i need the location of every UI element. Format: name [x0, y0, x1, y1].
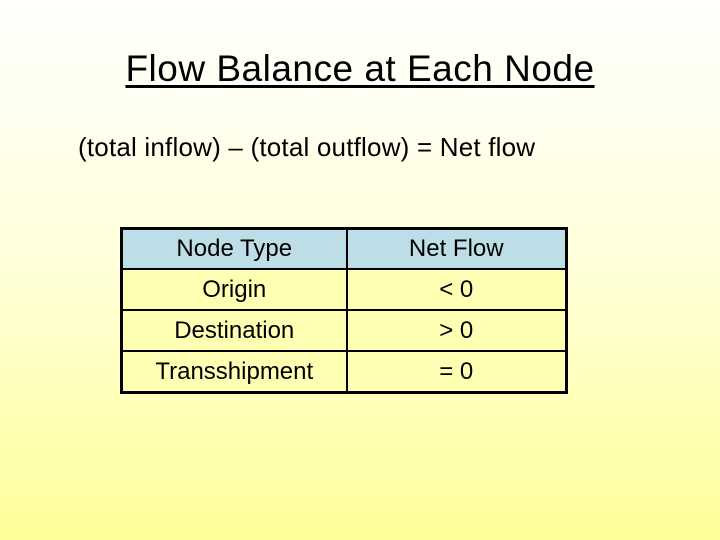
flow-balance-equation: (total inflow) – (total outflow) = Net f… — [78, 132, 536, 162]
header-net-flow: Net Flow — [345, 227, 568, 270]
table-row: Destination > 0 — [120, 309, 568, 352]
cell-net-flow: > 0 — [345, 309, 568, 352]
table-row: Transshipment = 0 — [120, 350, 568, 394]
cell-net-flow: < 0 — [345, 268, 568, 311]
cell-node-type: Origin — [120, 268, 348, 311]
cell-node-type: Transshipment — [120, 350, 348, 394]
table-row: Origin < 0 — [120, 268, 568, 311]
slide-title: Flow Balance at Each Node — [125, 48, 595, 89]
table-header-row: Node Type Net Flow — [120, 227, 568, 270]
header-node-type: Node Type — [120, 227, 348, 270]
cell-node-type: Destination — [120, 309, 348, 352]
cell-net-flow: = 0 — [345, 350, 568, 394]
node-flow-table: Node Type Net Flow Origin < 0 Destinatio… — [120, 227, 568, 394]
